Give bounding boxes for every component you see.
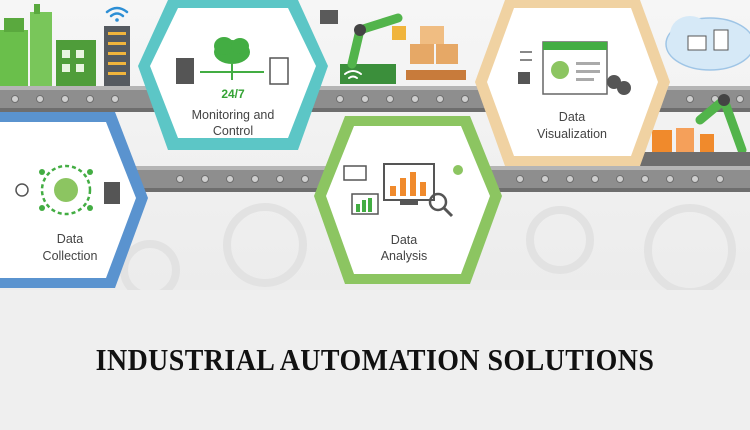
page-title: INDUSTRIAL AUTOMATION SOLUTIONS (95, 342, 655, 377)
cloud-network-icon (176, 37, 289, 85)
analysis-label-line2: Analysis (381, 249, 428, 263)
lower-conveyor-rollers (176, 175, 724, 183)
robot-arm-right-icon (640, 94, 750, 166)
chart-monitor-icon (343, 163, 463, 218)
monitoring-label-line1: Monitoring and (192, 108, 275, 122)
server-tower-icon (104, 26, 130, 86)
upper-conveyor-rollers (11, 95, 744, 103)
automation-illustration: 24/7 Monitoring and Control Data (0, 0, 750, 290)
wifi-icon-robot (344, 70, 362, 79)
factory-icon (0, 4, 96, 86)
robot-arm-icon (320, 10, 406, 84)
crate-stack-icon (406, 26, 466, 80)
background-gears (120, 203, 736, 290)
analysis-label-line1: Data (391, 233, 417, 247)
dashboard-icon (518, 41, 631, 95)
collection-label-line1: Data (57, 232, 83, 246)
circuit-brain-icon (15, 164, 120, 216)
monitoring-label-line2: Control (213, 124, 253, 138)
collection-label-line2: Collection (43, 249, 98, 263)
illustration-canvas: 24/7 Monitoring and Control Data (0, 0, 750, 290)
wifi-icon (105, 6, 129, 22)
visualization-label-line1: Data (559, 110, 585, 124)
cloud-icon (665, 16, 750, 71)
monitoring-accent: 24/7 (221, 87, 245, 101)
visualization-label-line2: Visualization (537, 127, 607, 141)
